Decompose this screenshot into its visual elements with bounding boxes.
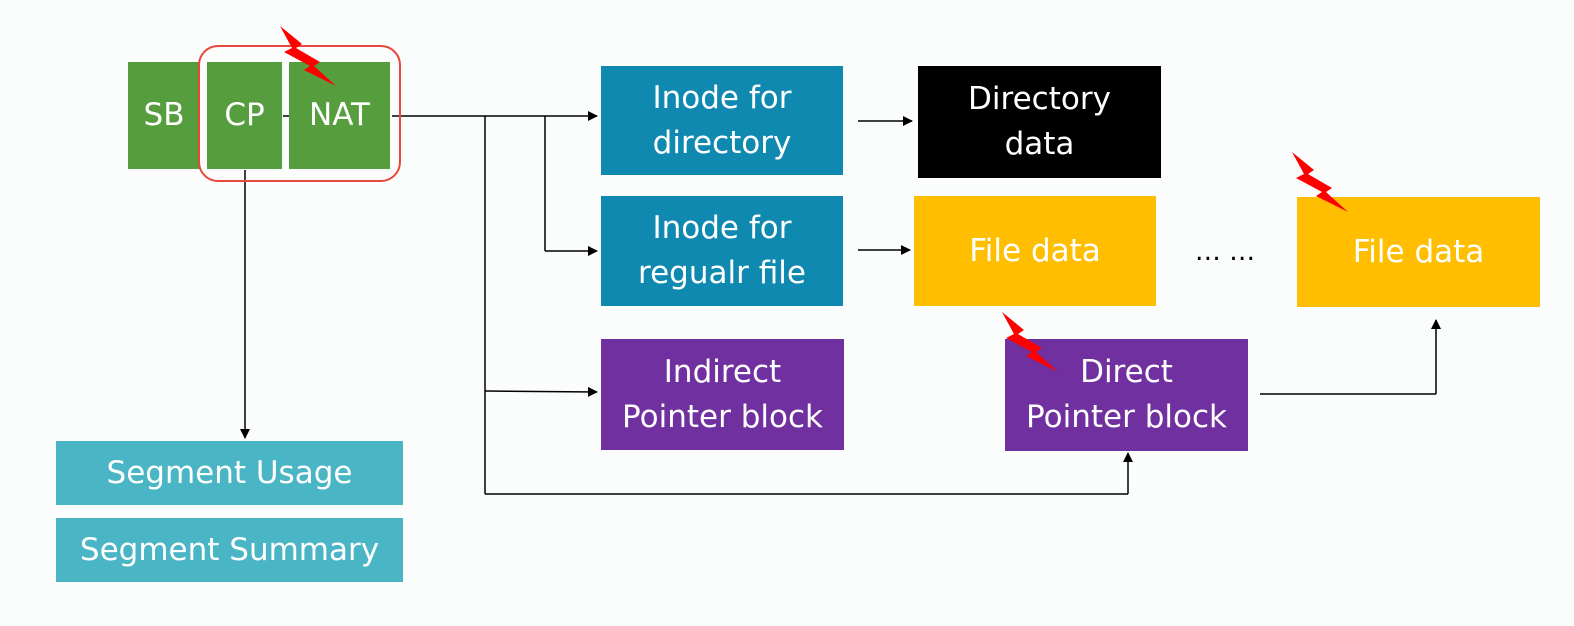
- directory-data-block: Directory data: [918, 66, 1161, 178]
- sb-block: SB: [128, 62, 200, 169]
- indirect-line-1: Indirect: [663, 353, 782, 390]
- direct-line-2: Pointer block: [1026, 399, 1227, 435]
- inode-directory-line-2: directory: [652, 124, 792, 161]
- file-data-label: File data: [969, 232, 1101, 269]
- lightning-bolt-icon: [1002, 312, 1058, 372]
- cp-block: CP: [207, 62, 282, 169]
- lightning-bolt-icon: [1292, 152, 1348, 212]
- cp-nat-highlight-frame: [198, 45, 401, 182]
- nat-label: NAT: [309, 97, 370, 133]
- indirect-pointer-block: Indirect Pointer block: [601, 339, 844, 450]
- indirect-line-2: Pointer block: [622, 398, 823, 435]
- ellipsis: … …: [1194, 237, 1256, 267]
- file-data-label-2: File data: [1352, 233, 1485, 270]
- direct-line-1: Direct: [1080, 354, 1173, 390]
- segment-usage-label: Segment Usage: [106, 454, 353, 491]
- inode-directory-block: Inode for directory: [601, 66, 843, 175]
- file-data-block-2: File data: [1297, 197, 1540, 307]
- cp-label: CP: [224, 97, 265, 133]
- file-data-block: File data: [914, 196, 1156, 306]
- nat-block: NAT: [289, 62, 390, 169]
- inode-directory-line-1: Inode for: [652, 79, 792, 116]
- inode-file-line-2: regualr file: [638, 255, 806, 291]
- arrow-to-indirect: [484, 386, 598, 397]
- inode-file-line-1: Inode for: [652, 210, 792, 246]
- direct-pointer-block: Direct Pointer block: [1005, 339, 1248, 451]
- sb-label: SB: [143, 97, 185, 133]
- lightning-bolt-icon: [280, 26, 336, 86]
- directory-data-line-1: Directory: [968, 81, 1111, 117]
- inode-file-block: Inode for regualr file: [601, 196, 843, 306]
- directory-data-line-2: data: [1004, 126, 1075, 162]
- segment-usage-block: Segment Usage: [56, 441, 403, 505]
- segment-summary-label: Segment Summary: [79, 531, 380, 568]
- segment-summary-block: Segment Summary: [56, 518, 403, 582]
